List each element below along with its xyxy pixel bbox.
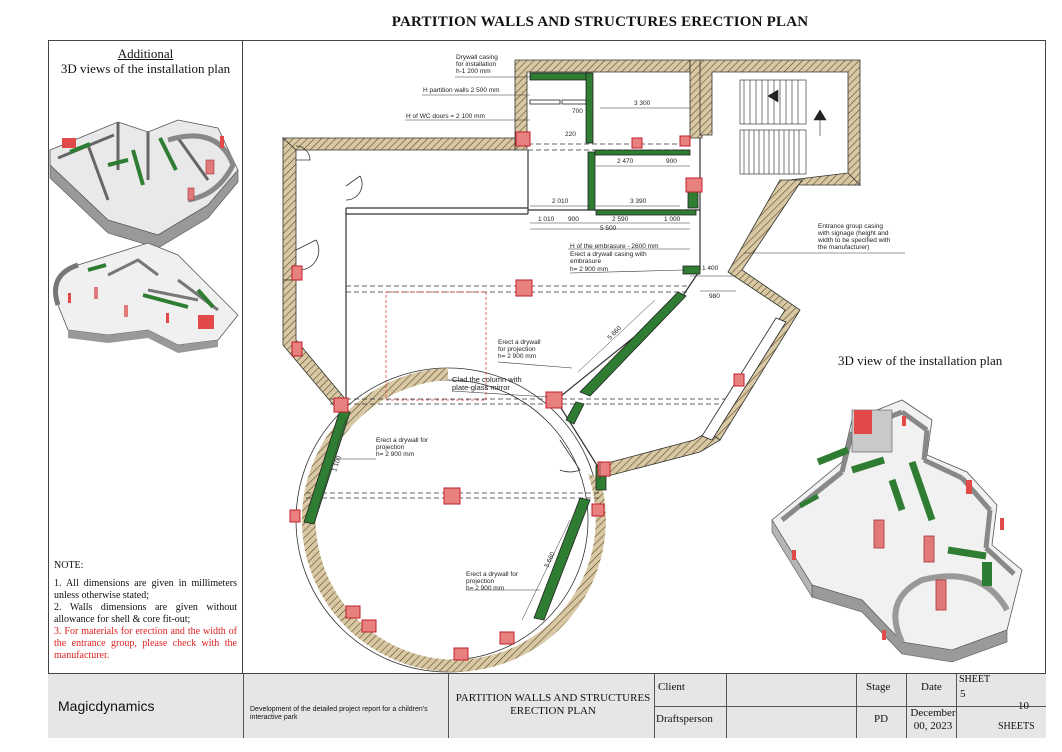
ann-column-2: plate-glass mirror [452,383,510,392]
drawing-title: PARTITION WALLS AND STRUCTURES ERECTION … [455,692,651,717]
sheets-total: 10 [1018,700,1029,712]
outer-walls [281,59,861,673]
dim-5500: 5 500 [600,225,617,232]
staircase [739,79,827,175]
stage-value: PD [874,713,889,725]
dim-900b: 900 [568,216,579,223]
ann-proj-a-2: for projection [498,346,536,353]
dimension-labels: 3 300 2 470 900 2 010 3 390 1 010 900 2 … [331,100,720,569]
main-3d-view [771,399,1023,663]
ann-proj-a-3: h= 2 900 mm [498,353,536,360]
ann-entrance-4: the manufacturer) [818,244,869,251]
dimension-lines [317,107,736,621]
draftsperson-label: Draftsperson [656,713,713,725]
ann-embrasure-2: embrasure [570,258,601,265]
dashed-grid-lines [306,143,738,499]
client-label: Client [658,681,685,693]
note-item-2: 2. Walls dimensions are given without al… [54,602,237,625]
mini-3d-view-1 [49,119,239,249]
wc-partitions [529,72,697,216]
project-description: Development of the detailed project repo… [250,706,428,721]
dim-700: 700 [572,108,583,115]
sheets-label: SHEETS [998,721,1035,732]
plan-annotations: Drywall casing for installation h-1 200 … [376,54,891,592]
notes-block: NOTE: 1. All dimensions are given in mil… [54,560,237,662]
ann-embrasure-h: H of the embrasure - 2600 mm [570,243,659,250]
ann-casing-2: for installation [456,61,496,68]
column-markers [289,131,745,661]
dim-900a: 900 [666,158,677,165]
dim-5660-a: 5 660 [606,325,623,342]
left-panel-title-main: 3D views of the installation plan [60,61,231,76]
sheet-title: PARTITION WALLS AND STRUCTURES ERECTION … [391,14,809,30]
title-block [48,673,1046,738]
dim-2010: 2 010 [552,198,569,205]
ann-proj-c-1: Erect a drywall for [466,571,519,578]
sheet-value: 5 [960,688,966,700]
leader-lines [338,76,905,591]
dim-2470: 2 470 [617,158,634,165]
note-item-3: 3. For materials for erection and the wi… [54,626,237,661]
inner-walls [345,138,701,471]
dim-1010: 1 010 [538,216,555,223]
ann-proj-b-2: projection [376,444,405,451]
floor-plan: Drywall casing for installation h-1 200 … [281,54,905,673]
drywall-partitions [303,187,701,621]
ann-embrasure-3: h= 2 900 mm [570,266,608,273]
ann-column-1: Clad the column with [452,375,522,384]
dim-1000: 1 000 [664,216,681,223]
dim-1100: 1 100 [331,455,343,473]
ann-entrance-3: width to be specified with [817,237,891,244]
ann-proj-c-2: projection [466,578,495,585]
ann-casing-3: h-1 200 mm [456,68,491,75]
left-panel: Additional 3D views of the installation … [48,40,243,673]
dim-3390: 3 390 [630,198,647,205]
stage-label: Stage [866,681,891,693]
projection-zone [385,291,487,401]
date-value: December 00, 2023 [910,707,956,732]
dim-2590: 2 590 [612,216,629,223]
ann-proj-b-1: Erect a drywall for [376,437,429,444]
left-panel-title: Additional 3D views of the installation … [48,46,243,76]
mini-3d-view-2 [53,242,239,353]
ann-entrance-1: Entrance group casing [818,223,883,230]
view-3d-title: 3D view of the installation plan [838,353,1003,368]
ann-proj-b-3: h= 2 900 mm [376,451,414,458]
dim-1400: 1 400 [702,265,719,272]
left-panel-title-additional: Additional [117,46,174,61]
ann-casing-1: Drywall casing [456,54,498,61]
sheet-label: SHEET [959,674,991,685]
ann-proj-c-3: h= 2 900 mm [466,585,504,592]
notes-heading: NOTE: [54,560,84,571]
ann-h-partition: H partition walls 2 500 mm [423,87,500,94]
dim-3300: 3 300 [634,100,651,107]
company-name: Magicdynamics [58,698,155,714]
dim-980: 980 [709,293,720,300]
ann-entrance-2: with signage (height and [817,230,889,237]
dim-220: 220 [565,131,576,138]
date-label: Date [921,681,942,693]
ann-h-wc: H of WC doors = 2 100 mm [406,113,485,120]
ann-embrasure-1: Erect a drywall casing with [570,251,647,258]
ann-proj-a-1: Erect a drywall [498,339,541,346]
note-item-1: 1. All dimensions are given in millimete… [54,578,237,601]
